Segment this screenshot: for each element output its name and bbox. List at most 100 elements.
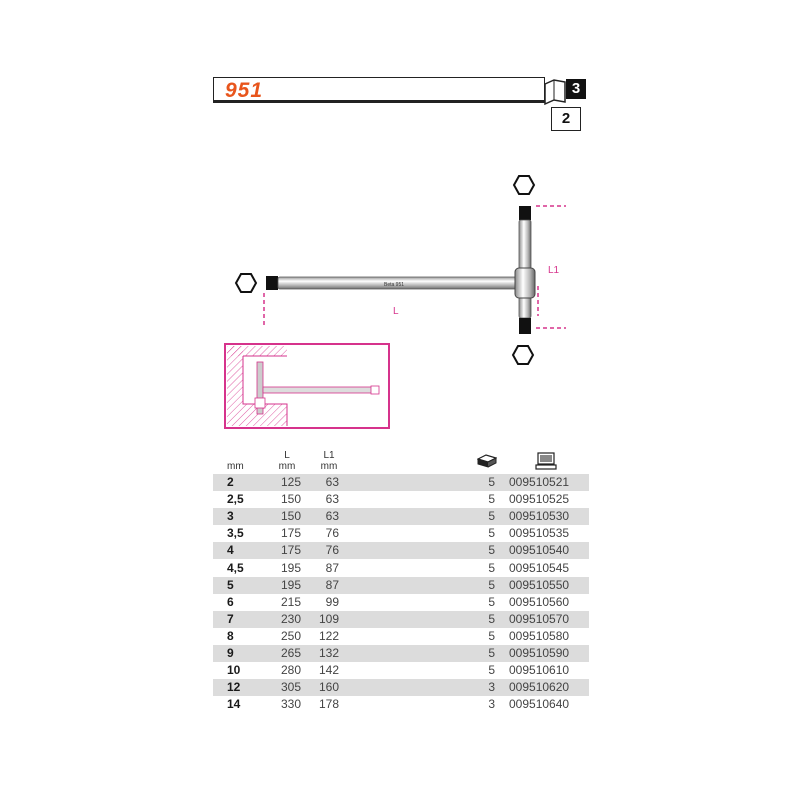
hex-bottom-icon	[511, 345, 535, 365]
cell-l: 305	[280, 680, 301, 695]
cell-code: 009510525	[509, 492, 570, 507]
cell-size: 7	[227, 611, 234, 626]
cell-qty: 5	[488, 594, 495, 609]
cell-l1: 160	[318, 680, 339, 695]
dimension-label-L: L	[393, 306, 399, 317]
cell-qty: 5	[488, 543, 495, 558]
cell-l: 125	[280, 475, 301, 489]
cell-code: 009510620	[509, 680, 570, 695]
usage-diagram	[224, 343, 390, 429]
header-L-label: L	[284, 450, 290, 461]
cell-l1: 63	[325, 475, 339, 489]
cell-l: 150	[280, 492, 301, 507]
cell-size: 3	[227, 509, 234, 524]
cell-code: 009510521	[509, 475, 570, 489]
cell-qty: 5	[488, 509, 495, 524]
cell-size: 10	[227, 663, 241, 678]
cell-l: 150	[280, 509, 301, 524]
header-L-unit: mm	[278, 461, 296, 472]
table-row: 5 195 87 5 009510550	[213, 576, 589, 594]
header-L1-label: L1	[323, 450, 335, 461]
hex-top-icon	[512, 175, 536, 195]
cell-l1: 142	[318, 663, 339, 678]
cell-l1: 122	[318, 628, 339, 643]
header-L1: L1 mm	[317, 450, 341, 472]
cell-code: 009510560	[509, 594, 570, 609]
cell-code: 009510590	[509, 646, 570, 660]
dimension-lines	[263, 205, 566, 329]
cell-size: 12	[227, 680, 241, 695]
wrench-shaft: Beta 951	[266, 276, 523, 290]
computer-icon	[535, 452, 557, 470]
cell-code: 009510580	[509, 628, 570, 643]
table-row: 4 175 76 5 009510540	[213, 542, 589, 560]
package-icon	[477, 454, 497, 468]
cell-size: 4,5	[227, 560, 244, 575]
cell-qty: 5	[488, 646, 495, 660]
cell-size: 6	[227, 594, 234, 609]
dimension-label-L1: L1	[548, 265, 560, 276]
handle-marking: Beta 951	[384, 282, 404, 288]
cell-size: 2,5	[227, 492, 244, 507]
cell-size: 4	[227, 543, 234, 558]
page-badge-top: 3	[566, 79, 586, 99]
header-L1-unit: mm	[320, 461, 338, 472]
cell-l1: 87	[325, 577, 339, 592]
cell-size: 9	[227, 646, 234, 660]
cell-code: 009510545	[509, 560, 570, 575]
cell-l: 215	[280, 594, 301, 609]
cell-qty: 5	[488, 663, 495, 678]
cell-l1: 109	[318, 611, 339, 626]
t-handle-wrench-drawing: Beta 951	[224, 175, 566, 429]
cell-l: 230	[280, 611, 301, 626]
cell-l: 330	[280, 697, 301, 712]
header-L: L mm	[275, 450, 299, 472]
cell-l1: 87	[325, 560, 339, 575]
cell-l1: 76	[325, 526, 339, 541]
cell-size: 5	[227, 577, 234, 592]
hex-left-icon	[234, 273, 258, 293]
table-row: 12 305 160 3 009510620	[213, 679, 589, 697]
cell-qty: 5	[488, 628, 495, 643]
table-row: 8 250 122 5 009510580	[213, 628, 589, 645]
cell-code: 009510640	[509, 697, 570, 712]
cell-qty: 5	[488, 577, 495, 592]
cell-l: 250	[280, 628, 301, 643]
cell-size: 2	[227, 475, 234, 489]
cell-size: 8	[227, 628, 234, 643]
table-row: 9 265 132 5 009510590	[213, 645, 589, 662]
table-row: 10 280 142 5 009510610	[213, 662, 589, 679]
cell-l: 280	[280, 663, 301, 678]
cell-qty: 5	[488, 526, 495, 541]
cell-l: 175	[280, 543, 301, 558]
cell-code: 009510570	[509, 611, 570, 626]
cell-size: 14	[227, 697, 241, 712]
cell-code: 009510610	[509, 663, 570, 678]
cell-code: 009510540	[509, 543, 570, 558]
cell-l: 175	[280, 526, 301, 541]
cell-l1: 76	[325, 543, 339, 558]
cell-l1: 132	[318, 646, 339, 660]
table-row: 14 330 178 3 009510640	[213, 696, 589, 713]
header-size-unit: mm	[227, 461, 244, 472]
cell-l1: 178	[318, 697, 339, 712]
cell-qty: 3	[488, 680, 495, 695]
cell-qty: 5	[488, 560, 495, 575]
page-badge-bottom: 2	[551, 107, 581, 131]
cell-qty: 3	[488, 697, 495, 712]
cell-qty: 5	[488, 492, 495, 507]
cell-code: 009510550	[509, 577, 570, 592]
cell-code: 009510535	[509, 526, 570, 541]
cell-code: 009510530	[509, 509, 570, 524]
catalog-book-icon	[544, 79, 566, 106]
cell-l: 195	[280, 577, 301, 592]
product-code: 951	[225, 79, 264, 102]
cell-size: 3,5	[227, 526, 244, 541]
cell-l: 265	[280, 646, 301, 660]
